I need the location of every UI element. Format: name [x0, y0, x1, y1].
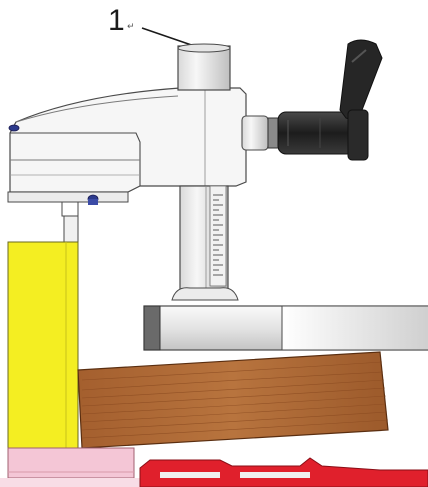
yellow-block: [7, 241, 79, 449]
return-mark: ↵: [127, 22, 135, 32]
clamp-handle-icon: [267, 39, 383, 161]
clamp-arm: [7, 87, 247, 203]
handle-boss: [241, 115, 269, 151]
red-base-part: [139, 457, 428, 487]
measurement-scale: [209, 185, 227, 287]
pressure-plate: [143, 287, 428, 351]
callout-number: 1: [108, 4, 125, 37]
blue-screw-icon: [8, 124, 99, 205]
support-stud: [61, 201, 79, 245]
wood-workpiece: [77, 351, 389, 449]
